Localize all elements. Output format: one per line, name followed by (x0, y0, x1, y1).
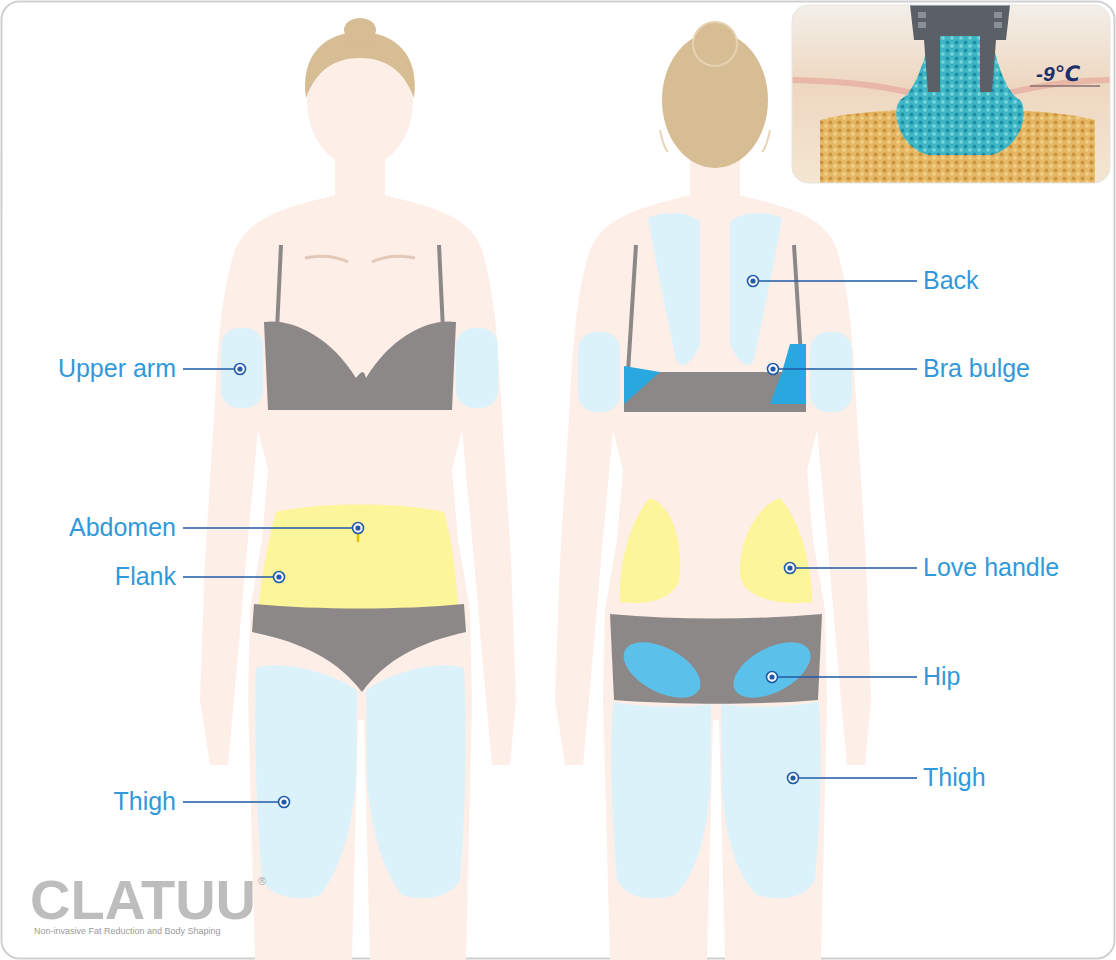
region-label: Thigh (923, 764, 986, 792)
region-label: Back (923, 267, 979, 295)
inset-border (792, 5, 1110, 183)
registered-mark: ® (258, 875, 266, 887)
leader-dots (235, 276, 799, 808)
region-label: Flank (115, 563, 176, 591)
region-label: Hip (923, 663, 961, 691)
brand-logo: CLATUU (30, 869, 256, 931)
brand-tagline: Non-invasive Fat Reduction and Body Shap… (34, 927, 221, 937)
temperature-label: -9℃ (1036, 62, 1080, 85)
region-label: Thigh (113, 788, 176, 816)
region-label: Abdomen (69, 514, 176, 542)
cooling-inset (792, 5, 1110, 183)
leader-lines (183, 281, 917, 802)
region-label: Bra bulge (923, 355, 1030, 383)
front-figure (200, 18, 516, 960)
region-label: Love handle (923, 554, 1059, 582)
region-label: Upper arm (58, 355, 176, 383)
